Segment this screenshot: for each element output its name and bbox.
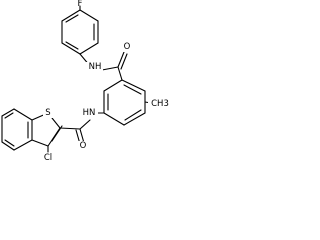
bond: [101, 66, 119, 71]
bond: [59, 127, 81, 130]
double-bond: [123, 84, 142, 95]
bond: [79, 42, 99, 55]
bond: [1, 108, 15, 117]
bond: [31, 139, 49, 147]
bond-c-o: [117, 51, 125, 68]
fluorine-label: F: [78, 0, 83, 9]
label-background: [86, 62, 103, 72]
sulfur-label: S: [45, 108, 50, 118]
bond: [103, 112, 125, 126]
amide-nh-lower-label: HN: [83, 108, 96, 118]
bond: [79, 119, 91, 130]
label-background: [78, 141, 88, 151]
bond: [103, 79, 123, 92]
bond: [13, 108, 33, 121]
double-bond: [65, 14, 79, 23]
bond: [1, 141, 15, 151]
double-bond: [51, 125, 63, 142]
label-background: [148, 98, 170, 109]
bond: [47, 127, 61, 147]
bond: [61, 9, 81, 22]
bond: [117, 66, 123, 81]
double-bond-c-o: [120, 53, 128, 70]
benzothiophene: [1, 108, 63, 151]
chemical-structure: F NH O CH3 HN O S Cl: [1, 0, 170, 163]
label-background: [80, 108, 98, 118]
double-bond: [124, 109, 142, 121]
double-bond: [4, 139, 15, 147]
bond: [61, 42, 81, 55]
carbonyl-o-upper-label: O: [124, 42, 131, 52]
fluorophenyl-ring: [61, 9, 99, 55]
double-bond: [4, 112, 14, 119]
bond: [121, 79, 146, 92]
bond: [79, 9, 99, 22]
double-bond: [65, 41, 79, 50]
label-background: [43, 108, 53, 118]
carbonyl-o-lower-label: O: [80, 141, 87, 151]
bond: [123, 112, 146, 126]
central-ring: [103, 79, 146, 126]
chlorine-label: Cl: [44, 153, 52, 163]
bond-c-o: [79, 128, 85, 144]
label-background: [122, 42, 132, 52]
methyl-label: CH3: [151, 99, 169, 109]
amide-nh-upper-label: NH: [89, 62, 102, 72]
bond: [13, 139, 33, 151]
